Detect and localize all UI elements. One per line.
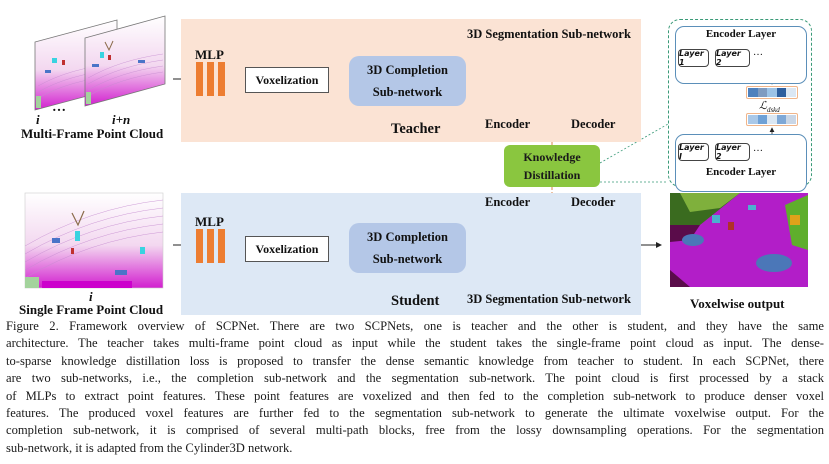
feature-cell bbox=[748, 88, 758, 97]
top-layer-ellipsis: … bbox=[753, 47, 763, 58]
bottom-encoder-layer-title: Encoder Layer bbox=[705, 166, 777, 178]
teacher-completion-line2: Sub-network bbox=[372, 85, 443, 99]
feature-cell bbox=[757, 115, 768, 124]
top-layer-1: Layer 1 bbox=[678, 49, 709, 67]
teacher-voxelization-box: Voxelization bbox=[245, 67, 329, 93]
bottom-layer-ellipsis: … bbox=[753, 143, 763, 154]
student-mlp-label: MLP bbox=[195, 214, 224, 229]
top-layer-2: Layer 2 bbox=[715, 49, 750, 67]
knowledge-distillation-box: Knowledge Distillation bbox=[504, 145, 600, 187]
kd-line2: Distillation bbox=[523, 168, 581, 182]
bottom-layer-1: Layer I bbox=[678, 143, 709, 161]
feature-cell bbox=[776, 88, 787, 97]
bottom-layer-1-label: Layer I bbox=[679, 143, 704, 161]
figure-caption: Figure 2. Framework overview of SCPNet. … bbox=[6, 318, 824, 457]
student-mlp-bar bbox=[218, 229, 225, 263]
caption-line: Figure 2. Framework overview of SCPNet. … bbox=[6, 319, 824, 333]
voxelwise-output-caption: Voxelwise output bbox=[690, 296, 785, 311]
voxelwise-output-image bbox=[670, 193, 808, 287]
teacher-completion-line1: 3D Completion bbox=[367, 63, 448, 77]
teacher-decoder-label: Decoder bbox=[571, 117, 616, 131]
student-completion-line1: 3D Completion bbox=[367, 230, 448, 244]
student-completion-box: 3D Completion Sub-network bbox=[349, 223, 466, 273]
student-segmentation-title: 3D Segmentation Sub-network bbox=[467, 292, 631, 306]
student-completion-line2: Sub-network bbox=[372, 252, 443, 266]
caption-line: sub-network, it is adapted from the Cyli… bbox=[6, 440, 293, 455]
frame-i-label: i bbox=[36, 112, 40, 127]
caption-line: architecture. The teacher takes multi-fr… bbox=[6, 336, 824, 351]
teacher-mlp-bar bbox=[207, 62, 214, 96]
multi-frame-point-cloud-image bbox=[34, 15, 166, 111]
teacher-mlp-bar bbox=[196, 62, 203, 96]
student-voxelization-box: Voxelization bbox=[245, 236, 329, 262]
teacher-encoder-label: Encoder bbox=[485, 117, 531, 131]
teacher-mlp-bar bbox=[218, 62, 225, 96]
caption-line: features. The produced voxel features ar… bbox=[6, 406, 824, 421]
student-feature-strip bbox=[746, 113, 798, 126]
single-frame-caption: Single Frame Point Cloud bbox=[19, 302, 164, 317]
top-encoder-layer-title: Encoder Layer bbox=[705, 28, 777, 40]
feature-cell bbox=[786, 115, 796, 124]
teacher-mlp-label: MLP bbox=[195, 47, 224, 62]
top-layer-2-label: Layer 2 bbox=[716, 49, 741, 67]
bottom-layer-2-label: Layer 2 bbox=[716, 143, 741, 161]
caption-line: to-sparse knowledge distillation loss is… bbox=[6, 353, 824, 368]
top-layer-1-label: Layer 1 bbox=[679, 49, 704, 67]
caption-line: completion sub-network, it is comprised … bbox=[6, 423, 824, 438]
multi-frame-caption: Multi-Frame Point Cloud bbox=[21, 126, 164, 141]
student-mlp-bar bbox=[207, 229, 214, 263]
student-encoder-label: Encoder bbox=[485, 195, 531, 209]
bottom-layer-2: Layer 2 bbox=[715, 143, 750, 161]
feature-cell bbox=[767, 88, 777, 97]
student-mlp-bar bbox=[196, 229, 203, 263]
teacher-voxelization-label: Voxelization bbox=[255, 72, 319, 87]
feature-cell bbox=[748, 115, 758, 124]
kd-line1: Knowledge bbox=[523, 150, 581, 164]
frame-i-plus-n-label: i+n bbox=[112, 112, 131, 127]
feature-cell bbox=[767, 115, 777, 124]
teacher-title: Teacher bbox=[391, 121, 441, 137]
feature-cell bbox=[776, 115, 787, 124]
caption-line: are two sub-networks, i.e., the completi… bbox=[6, 371, 824, 386]
teacher-completion-box: 3D Completion Sub-network bbox=[349, 56, 466, 106]
feature-cell bbox=[757, 88, 768, 97]
teacher-feature-strip bbox=[746, 86, 798, 99]
single-frame-i-label: i bbox=[89, 289, 93, 304]
student-voxelization-label: Voxelization bbox=[255, 241, 319, 256]
caption-line: of MLPs to extract point features. These… bbox=[6, 388, 824, 403]
frame-ellipsis: … bbox=[52, 100, 66, 115]
loss-symbol: ℒ bbox=[759, 100, 767, 112]
student-decoder-label: Decoder bbox=[571, 195, 616, 209]
feature-cell bbox=[786, 88, 796, 97]
student-title: Student bbox=[391, 293, 440, 309]
dskd-loss-label: ℒdskd bbox=[759, 99, 780, 114]
teacher-segmentation-title: 3D Segmentation Sub-network bbox=[467, 27, 631, 41]
single-frame-point-cloud-image bbox=[24, 192, 164, 289]
loss-subscript: dskd bbox=[766, 106, 780, 115]
